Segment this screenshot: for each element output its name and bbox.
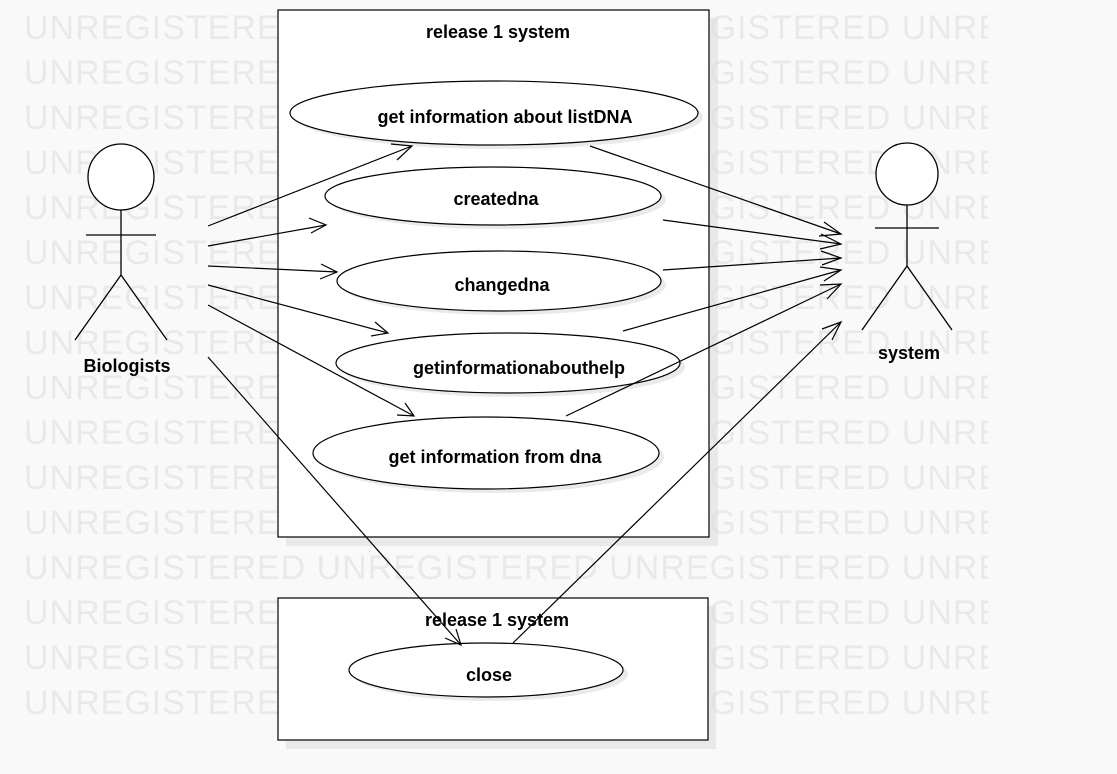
- association-arrow[interactable]: [662, 250, 843, 271]
- association-arrow[interactable]: [512, 320, 843, 644]
- use-case-label: close: [466, 665, 512, 685]
- use-case-label: changedna: [454, 275, 550, 295]
- boundary-title: release 1 system: [426, 22, 570, 42]
- actor-label: system: [878, 343, 940, 363]
- associations: [207, 143, 843, 647]
- association-arrow[interactable]: [207, 304, 416, 417]
- use-case-label: getinformationabouthelp: [413, 358, 625, 378]
- actor-head: [87, 143, 155, 211]
- actor-biologists[interactable]: [74, 143, 168, 341]
- use-case-ellipse[interactable]: [336, 250, 662, 312]
- use-case-ellipse[interactable]: [348, 642, 624, 698]
- actor-right-leg: [906, 265, 953, 331]
- use-case-createdna[interactable]: createdna: [324, 166, 666, 229]
- actor-head: [875, 142, 939, 206]
- actor-left-leg: [861, 265, 908, 331]
- association-arrow[interactable]: [207, 284, 390, 337]
- use-case-close[interactable]: close: [348, 642, 628, 701]
- actor-right-leg: [120, 274, 168, 341]
- use-case-ellipse[interactable]: [312, 416, 660, 490]
- association-arrow[interactable]: [207, 263, 339, 280]
- use-case-label: get information about listDNA: [378, 107, 633, 127]
- use-case-changedna[interactable]: changedna: [336, 250, 666, 315]
- association-arrow[interactable]: [207, 143, 414, 227]
- association-arrow[interactable]: [589, 145, 843, 237]
- association-arrow[interactable]: [207, 356, 462, 647]
- use-case-ellipse[interactable]: [289, 80, 699, 146]
- use-case-label: get information from dna: [389, 447, 603, 467]
- use-case-getinformationabouthelp[interactable]: getinformationabouthelp: [335, 332, 685, 397]
- use-case-ellipse[interactable]: [324, 166, 662, 226]
- use-case-label: createdna: [453, 189, 539, 209]
- association-arrow[interactable]: [622, 266, 843, 332]
- actor-label: Biologists: [83, 356, 170, 376]
- actor-system[interactable]: [861, 142, 953, 331]
- use-case-get-information-about-listdna[interactable]: get information about listDNA: [289, 80, 703, 149]
- association-arrow[interactable]: [662, 219, 843, 250]
- actor-left-leg: [74, 274, 122, 341]
- use-case-get-information-from-dna[interactable]: get information from dna: [312, 416, 664, 493]
- association-arrow[interactable]: [565, 283, 843, 417]
- watermark-row: UNREGISTERED UNREGISTERED UNREGISTERED U…: [24, 549, 1117, 587]
- boundary-title: release 1 system: [425, 610, 569, 630]
- use-case-ellipse[interactable]: [335, 332, 681, 394]
- association-arrow[interactable]: [207, 217, 328, 247]
